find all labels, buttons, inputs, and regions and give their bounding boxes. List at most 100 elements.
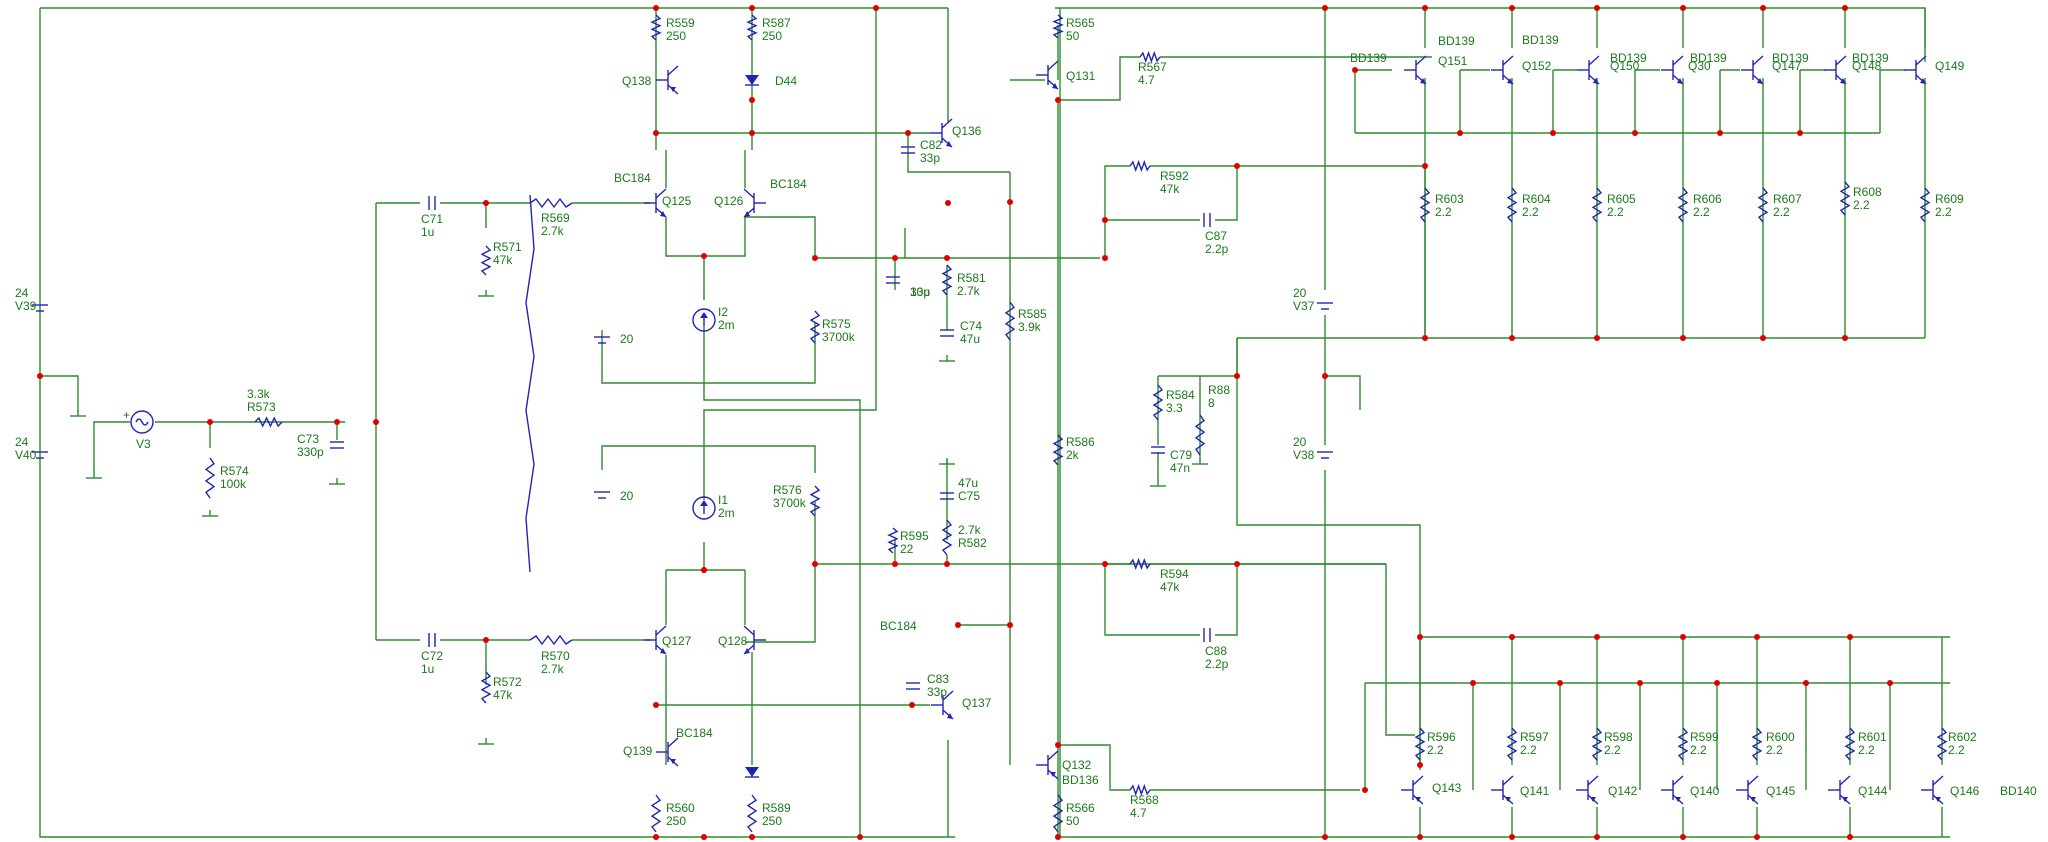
source-label: 20 (620, 332, 634, 346)
diode-name: D44 (775, 74, 797, 88)
capacitor-c73 (330, 441, 344, 449)
transistor-name: Q142 (1608, 784, 1638, 798)
junction-dot (1234, 373, 1240, 379)
wire (745, 216, 816, 258)
capacitor-value: 47u (958, 476, 978, 490)
junction-dot (1680, 5, 1686, 11)
resistor-r569 (529, 197, 573, 209)
resistor-name: R567 (1138, 60, 1167, 74)
ground-icon (1150, 480, 1166, 487)
resistor-value: 50 (1066, 814, 1080, 828)
junction-dot (1509, 834, 1515, 840)
transistor-q148 (1824, 55, 1847, 85)
junction-dot (1322, 5, 1328, 11)
transistor-name: Q143 (1432, 781, 1462, 795)
junction-dot (944, 255, 950, 261)
resistor-name: R582 (958, 536, 987, 550)
transistor-name: Q139 (623, 744, 653, 758)
transistor-part: BC184 (614, 171, 651, 185)
transistor-name: Q148 (1852, 59, 1882, 73)
transistor-name: Q147 (1772, 59, 1802, 73)
transistor-name: Q145 (1766, 784, 1796, 798)
junction-dot (373, 419, 379, 425)
wire (1385, 564, 1415, 736)
resistor-r572 (480, 671, 492, 704)
wire (1104, 564, 1200, 636)
resistor-value: 100k (220, 477, 247, 491)
capacitor-c72 (428, 633, 436, 647)
junction-dot (1803, 680, 1809, 686)
resistor-value: 4.7 (1130, 806, 1147, 820)
resistor-value: 2k (1066, 448, 1080, 462)
wire (1236, 338, 1421, 770)
junction-dot (1594, 335, 1600, 341)
capacitor-c75 (940, 492, 954, 500)
resistor-name: R569 (541, 211, 570, 225)
ground-icon (939, 458, 955, 465)
source-value: 2m (718, 318, 735, 332)
junction-dot (749, 834, 755, 840)
resistor-name: R594 (1160, 567, 1189, 581)
resistor-name: R575 (822, 317, 851, 331)
resistor-value: 2.2 (1690, 743, 1707, 757)
capacitor-c86 (886, 276, 900, 284)
transistor-name: Q141 (1520, 784, 1550, 798)
junction-dot (1417, 634, 1423, 640)
resistor-r589 (746, 794, 758, 833)
junction-dot (955, 622, 961, 628)
capacitor-value: 33p (920, 151, 940, 165)
junction-dot (1352, 67, 1358, 73)
junction-dot (1422, 163, 1428, 169)
transistor-q132 (1036, 750, 1059, 780)
transistor-q127 (644, 625, 667, 655)
junction-dot (892, 255, 898, 261)
resistor-r603 (1419, 187, 1431, 223)
capacitor-value: 33p (910, 285, 930, 299)
resistor-value: 4.7 (1138, 73, 1155, 87)
capacitor-name: C75 (958, 489, 980, 503)
wire (601, 445, 816, 473)
resistor-r598 (1591, 727, 1603, 761)
ground-icon (478, 738, 494, 745)
junction-dot (1594, 834, 1600, 840)
source-name: I2 (718, 305, 728, 319)
resistor-name: R601 (1858, 730, 1887, 744)
resistor-r559 (650, 14, 662, 41)
junction-dot (905, 130, 911, 136)
ground-icon (202, 510, 218, 517)
wires (39, 7, 1950, 838)
ground-icon (329, 478, 345, 485)
voltage-source-bat1 (594, 336, 610, 344)
junction-dot (1680, 634, 1686, 640)
transistor-name: Q144 (1858, 784, 1888, 798)
capacitor-name: C71 (421, 212, 443, 226)
junction-dot (812, 561, 818, 567)
capacitor-c87 (1203, 213, 1211, 227)
junction-dot (1417, 762, 1423, 768)
resistor-name: R585 (1018, 307, 1047, 321)
transistor-q147 (1741, 55, 1764, 85)
resistor-value: 3700k (773, 496, 807, 510)
transistor-part: BC184 (880, 619, 917, 633)
resistor-r601 (1844, 727, 1856, 761)
resistor-r573 (254, 416, 283, 428)
resistor-r596 (1414, 727, 1426, 761)
junction-dots (37, 5, 1893, 840)
resistor-name: R609 (1935, 192, 1964, 206)
resistor-value: 2.2 (1607, 205, 1624, 219)
resistor-value: 250 (762, 29, 782, 43)
junction-dot (749, 97, 755, 103)
resistor-r594 (1129, 557, 1151, 571)
capacitor-c88 (1203, 628, 1211, 642)
ac-source-v3: + (123, 408, 154, 434)
resistor-value: 2.2 (1427, 743, 1444, 757)
junction-dot (1754, 634, 1760, 640)
resistor-name: R604 (1522, 192, 1551, 206)
junction-dot (1234, 561, 1240, 567)
transistor-q137 (931, 690, 954, 720)
resistor-name: R574 (220, 464, 249, 478)
transistor-q136 (930, 118, 953, 148)
junction-dot (1760, 5, 1766, 11)
diode-d45 (745, 767, 759, 778)
transistor-part: BD139 (1438, 34, 1475, 48)
